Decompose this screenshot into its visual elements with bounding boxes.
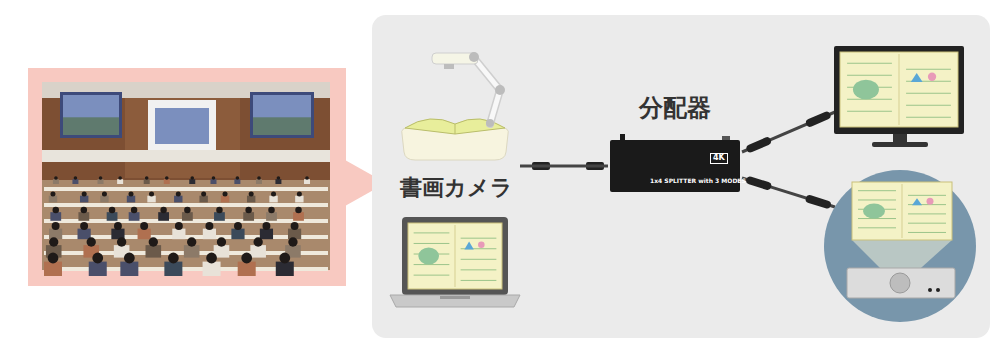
document-camera: [402, 52, 509, 160]
cables: [532, 112, 835, 207]
device-heading: 分配器: [608, 95, 742, 123]
cable: [520, 165, 608, 168]
splitter-box: [610, 140, 740, 192]
book-page: [852, 182, 952, 240]
book-page: [408, 223, 502, 289]
panel: [372, 15, 990, 338]
projector: [824, 170, 976, 322]
lecture-photo: [28, 68, 386, 286]
monitor: [834, 46, 964, 147]
camera-node: 書画カメラ: [392, 45, 520, 200]
book-page: [840, 52, 958, 127]
splitter-tab: [620, 134, 625, 140]
model-text: 1x4 SPLITTER with 3 MODES: [650, 178, 746, 185]
laptop: [390, 217, 520, 307]
device-label: 書画カメラ: [392, 175, 520, 200]
splitter-tab: [722, 136, 730, 140]
badge-text: 4K: [710, 153, 728, 164]
